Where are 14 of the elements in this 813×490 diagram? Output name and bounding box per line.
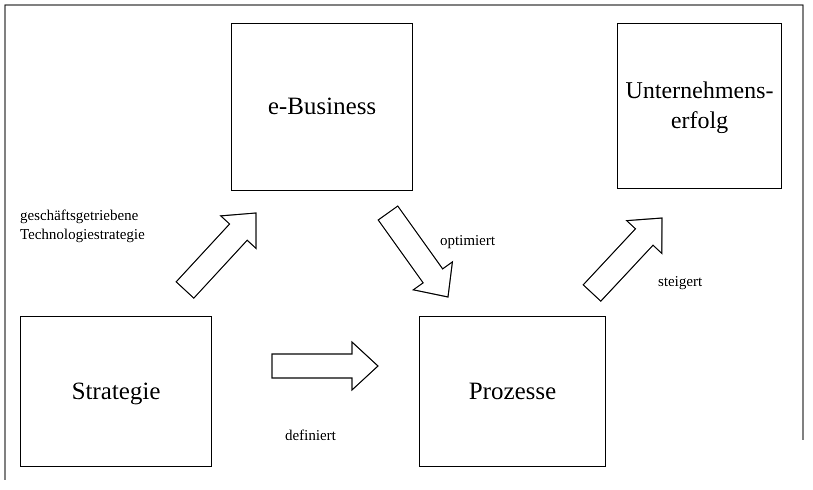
block-arrow xyxy=(175,212,257,299)
block-arrow xyxy=(582,217,663,302)
process-box xyxy=(617,23,782,189)
edge-label: optimiert xyxy=(440,232,495,251)
box-label: e-Business xyxy=(268,92,376,122)
box-label: Unternehmens-erfolg xyxy=(624,77,774,136)
box-label: Prozesse xyxy=(468,376,556,407)
box-label: Strategie xyxy=(72,376,160,407)
block-arrow xyxy=(271,340,379,392)
process-box xyxy=(231,23,413,191)
process-box xyxy=(20,316,212,467)
block-arrow xyxy=(377,205,454,298)
edge-label: steigert xyxy=(658,273,702,292)
process-box xyxy=(419,316,606,467)
